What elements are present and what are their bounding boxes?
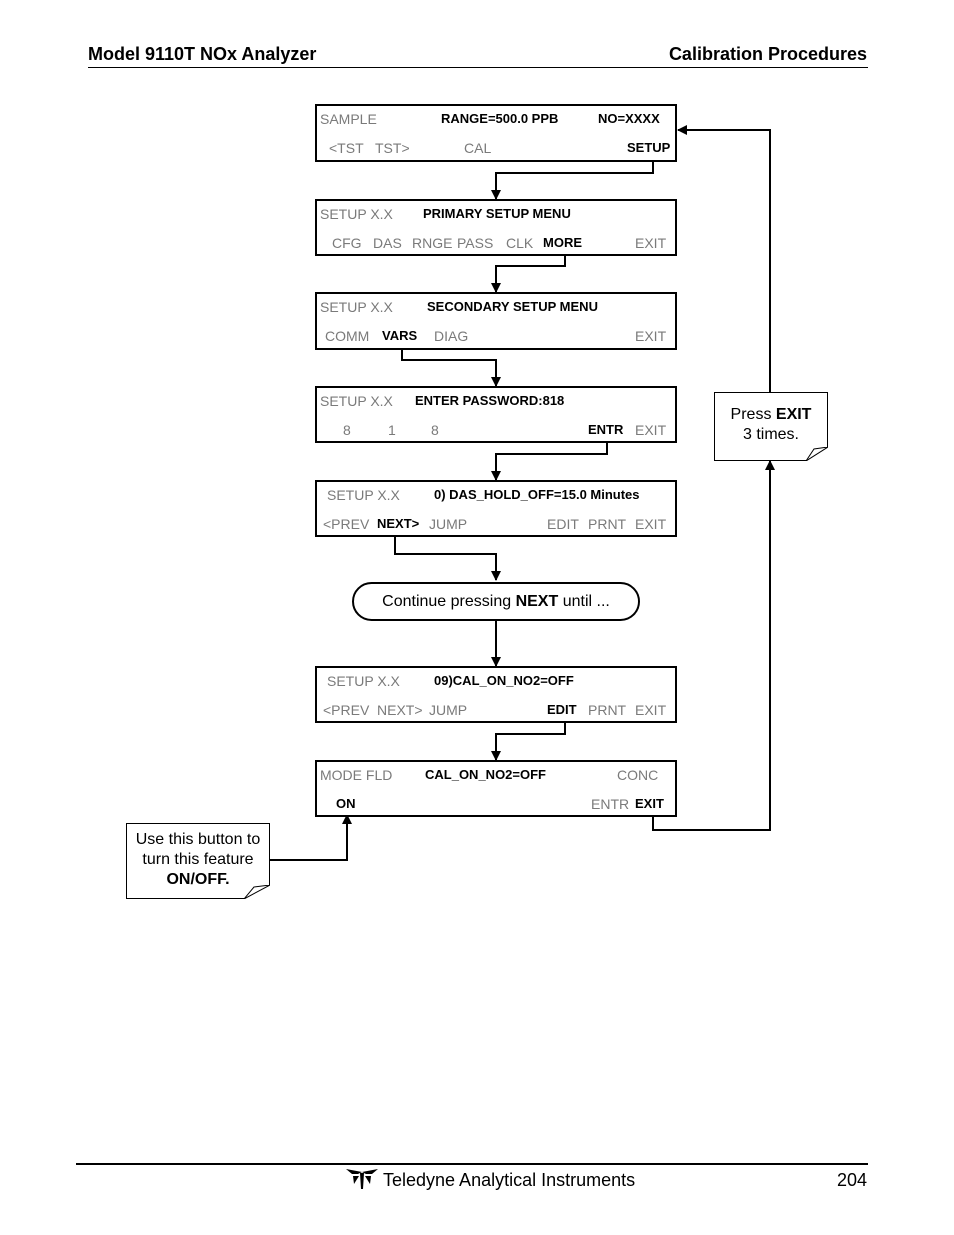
exit-button[interactable]: EXIT [635, 422, 667, 438]
password-prompt: ENTER PASSWORD:818 [415, 393, 565, 408]
next-button[interactable]: NEXT> [377, 702, 423, 718]
comm-button[interactable]: COMM [325, 328, 370, 344]
note-line1: Use this button to [135, 831, 261, 848]
exit-button[interactable]: EXIT [635, 235, 667, 251]
footer-company: Teledyne Analytical Instruments [383, 1170, 636, 1190]
mode-label: MODE FLD [320, 767, 393, 783]
document-title: Model 9110T NOx Analyzer [88, 44, 317, 64]
arrow-exit-loop-lower [652, 460, 775, 831]
rnge-button[interactable]: RNGE [412, 235, 453, 251]
next-button[interactable]: NEXT> [377, 516, 420, 531]
variable-readout: 09)CAL_ON_NO2=OFF [434, 673, 574, 688]
prev-button[interactable]: <PREV [323, 702, 370, 718]
prnt-button[interactable]: PRNT [588, 516, 627, 532]
prnt-button[interactable]: PRNT [588, 702, 627, 718]
note-line2: 3 times. [742, 426, 799, 443]
arrow-entr-to-das [491, 442, 608, 481]
display-cal-on-no2: SETUP X.X 09)CAL_ON_NO2=OFF <PREV NEXT> … [315, 666, 677, 723]
continue-instruction: Continue pressing NEXT until ... [352, 582, 640, 621]
digit-button[interactable]: 8 [431, 422, 439, 438]
continue-pre: Continue pressing [382, 593, 516, 610]
cfg-button[interactable]: CFG [332, 235, 362, 251]
digit-button[interactable]: 1 [388, 422, 396, 438]
mode-label: SETUP X.X [327, 487, 400, 503]
footer-rule [76, 1163, 868, 1165]
folded-corner-icon [806, 447, 828, 461]
edit-button[interactable]: EDIT [547, 702, 577, 717]
tst-next-button[interactable]: TST> [375, 140, 410, 156]
diag-button[interactable]: DIAG [434, 328, 469, 344]
menu-title: PRIMARY SETUP MENU [423, 206, 571, 221]
continue-key: NEXT [515, 593, 559, 610]
entr-button[interactable]: ENTR [591, 796, 630, 812]
more-button[interactable]: MORE [543, 235, 582, 250]
note-line2: turn this feature [142, 851, 254, 868]
header-rule [88, 67, 868, 68]
vars-button[interactable]: VARS [382, 328, 418, 343]
arrow-note-to-on [268, 814, 352, 861]
variable-readout: CAL_ON_NO2=OFF [425, 767, 546, 782]
display-sample: SAMPLE RANGE=500.0 PPB NO=XXXX <TST TST>… [315, 104, 677, 162]
range-readout: RANGE=500.0 PPB [441, 111, 559, 126]
variable-readout: 0) DAS_HOLD_OFF=15.0 Minutes [434, 487, 640, 502]
mode-label: SETUP X.X [320, 299, 393, 315]
exit-button[interactable]: EXIT [635, 328, 667, 344]
display-mode-field: MODE FLD CAL_ON_NO2=OFF CONC ON ENTR EXI… [315, 760, 677, 817]
on-button[interactable]: ON [336, 796, 356, 811]
mode-label: SETUP X.X [327, 673, 400, 689]
setup-button[interactable]: SETUP [627, 140, 671, 155]
exit-button[interactable]: EXIT [635, 796, 664, 811]
display-secondary-setup: SETUP X.X SECONDARY SETUP MENU COMM VARS… [315, 292, 677, 350]
on-off-note: Use this button to turn this feature ON/… [126, 823, 270, 899]
arrow-more-to-secondary [491, 254, 566, 293]
arrow-setup-to-primary [491, 160, 654, 200]
note-key: ON/OFF. [166, 871, 230, 888]
page-number: 204 [836, 1170, 867, 1190]
no-readout: NO=XXXX [598, 111, 660, 126]
arrow-next-to-continue [394, 535, 501, 581]
teledyne-logo-icon [346, 1169, 378, 1189]
exit-button[interactable]: EXIT [635, 516, 667, 532]
arrow-edit-to-mode [491, 721, 566, 761]
arrow-exit-loop-upper [677, 125, 771, 392]
section-title: Calibration Procedures [668, 44, 867, 64]
exit-button[interactable]: EXIT [635, 702, 667, 718]
jump-button[interactable]: JUMP [429, 702, 468, 718]
menu-title: SECONDARY SETUP MENU [427, 299, 598, 314]
clk-button[interactable]: CLK [506, 235, 534, 251]
cal-button[interactable]: CAL [464, 140, 492, 156]
display-das-hold-off: SETUP X.X 0) DAS_HOLD_OFF=15.0 Minutes <… [315, 480, 677, 537]
arrow-vars-to-password [401, 348, 501, 387]
note-key: EXIT [775, 406, 812, 423]
mode-label: SETUP X.X [320, 393, 393, 409]
pass-button[interactable]: PASS [457, 235, 494, 251]
folded-corner-icon [244, 885, 270, 899]
entr-button[interactable]: ENTR [588, 422, 624, 437]
prev-button[interactable]: <PREV [323, 516, 370, 532]
note-pre: Press [730, 406, 776, 423]
tst-prev-button[interactable]: <TST [329, 140, 364, 156]
jump-button[interactable]: JUMP [429, 516, 468, 532]
das-button[interactable]: DAS [373, 235, 402, 251]
mode-label: SAMPLE [320, 111, 377, 127]
conc-label: CONC [617, 767, 659, 783]
press-exit-note: Press EXIT 3 times. [714, 392, 828, 461]
mode-label: SETUP X.X [320, 206, 393, 222]
continue-post: until ... [558, 593, 610, 610]
digit-button[interactable]: 8 [343, 422, 351, 438]
display-enter-password: SETUP X.X ENTER PASSWORD:818 8 1 8 ENTR … [315, 386, 677, 443]
edit-button[interactable]: EDIT [547, 516, 579, 532]
display-primary-setup: SETUP X.X PRIMARY SETUP MENU CFG DAS RNG… [315, 199, 677, 256]
